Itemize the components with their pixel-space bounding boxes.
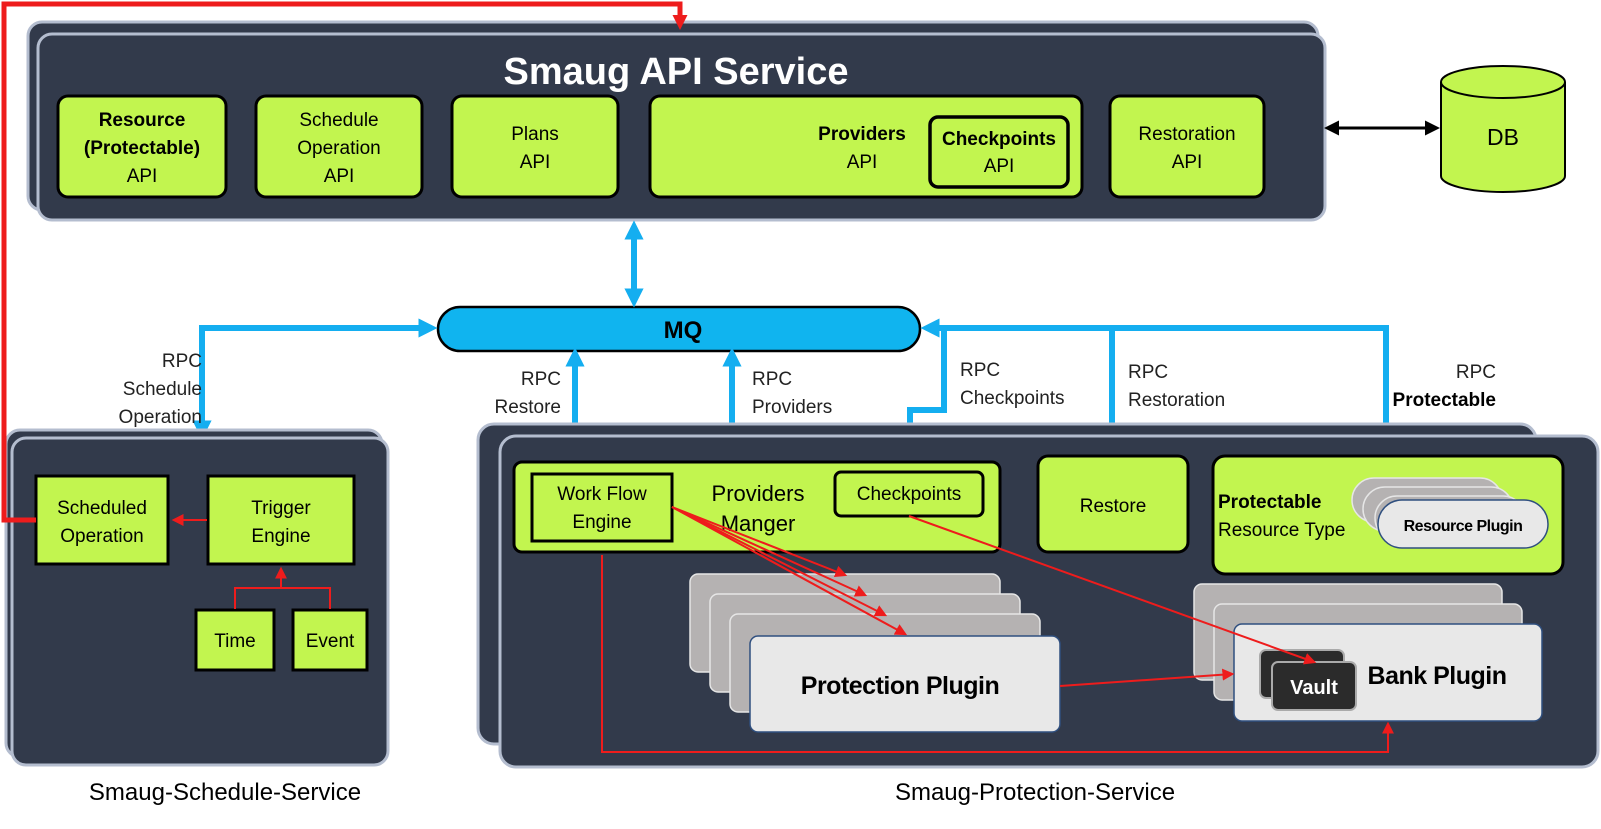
mq-bus: MQ (436, 305, 922, 353)
resource-api-line3: API (127, 166, 158, 187)
rpc-schedule-l2: Schedule (123, 379, 202, 400)
resource-api-line1: Resource (99, 110, 186, 131)
work-flow-engine-l2: Engine (572, 512, 631, 533)
checkpoints-api-line1: Checkpoints (942, 129, 1056, 150)
schedule-api-line3: API (324, 166, 355, 187)
time-box: Time (194, 608, 276, 672)
schedule-api-box: Schedule Operation API (254, 94, 424, 199)
plans-api-box: Plans API (450, 94, 620, 199)
resource-api-line2: (Protectable) (84, 138, 200, 159)
bank-plugin-label: Bank Plugin (1368, 662, 1507, 690)
rpc-labels: RPC Schedule Operation RPC Restore RPC P… (119, 351, 1496, 428)
providers-api-line1: Providers (818, 124, 906, 145)
resource-plugin-label: Resource Plugin (1404, 518, 1523, 535)
rpc-schedule-arrow (192, 318, 438, 440)
providers-api-line2: API (847, 152, 878, 173)
work-flow-engine-l1: Work Flow (557, 484, 647, 505)
mq-label: MQ (664, 317, 703, 344)
restoration-api-box: Restoration API (1108, 94, 1266, 199)
scheduled-operation-l2: Operation (60, 526, 143, 547)
scheduled-operation-l1: Scheduled (57, 498, 147, 519)
rpc-providers-l2: Providers (752, 397, 832, 418)
protection-plugin-stack: Protection Plugin (689, 573, 1061, 733)
rpc-protectable-l2: Protectable (1393, 390, 1496, 411)
providers-manager-box: Providers Manger Work Flow Engine Checkp… (512, 460, 1002, 554)
providers-manager-l1: Providers (712, 481, 805, 506)
providers-manager-l2: Manger (721, 511, 796, 536)
checkpoints-api-line2: API (984, 156, 1015, 177)
protection-red-flows (601, 506, 1394, 753)
protectable-l1: Protectable (1218, 492, 1321, 513)
schedule-api-line1: Schedule (299, 110, 378, 131)
restoration-api-line2: API (1172, 152, 1203, 173)
resource-api-box: Resource (Protectable) API (56, 94, 228, 199)
event-box: Event (291, 608, 369, 672)
manager-to-bank-arrow (601, 555, 1394, 753)
workflow-to-plugin-arrow-1 (671, 506, 848, 578)
event-label: Event (306, 631, 355, 652)
rpc-restore-l1: RPC (521, 369, 561, 390)
schedule-service-panel: Scheduled Operation Trigger Engine Time … (4, 428, 390, 806)
scheduled-to-api-loop (1, 1, 688, 523)
trigger-engine-l2: Engine (251, 526, 310, 547)
rpc-restoration-l1: RPC (1128, 362, 1168, 383)
vault-label: Vault (1290, 677, 1338, 699)
db-label: DB (1487, 124, 1519, 150)
restore-box: Restore (1036, 454, 1190, 554)
rpc-restoration-l2: Restoration (1128, 390, 1225, 411)
plans-api-line2: API (520, 152, 551, 173)
time-label: Time (214, 631, 256, 652)
protection-service-caption: Smaug-Protection-Service (895, 779, 1175, 806)
rpc-providers-l1: RPC (752, 369, 792, 390)
checkpoints-to-vault-arrow (908, 515, 1317, 665)
rpc-schedule-l1: RPC (162, 351, 202, 372)
protection-plugin-box (749, 635, 1061, 733)
protection-plugin-label: Protection Plugin (801, 672, 999, 700)
trigger-engine-box: Trigger Engine (206, 474, 356, 566)
rpc-checkpoints-l1: RPC (960, 360, 1000, 381)
api-service-panel: Smaug API Service Resource (Protectable)… (26, 20, 1327, 222)
scheduled-operation-box: Scheduled Operation (34, 474, 170, 566)
protection-to-bank-arrow (1059, 668, 1235, 687)
rpc-protectable-arrow (930, 325, 1396, 462)
rpc-checkpoints-l2: Checkpoints (960, 388, 1065, 409)
plans-api-line1: Plans (511, 124, 559, 145)
protection-service-panel: Providers Manger Work Flow Engine Checkp… (476, 422, 1600, 806)
schedule-service-caption: Smaug-Schedule-Service (89, 779, 361, 806)
db-cylinder: DB (1440, 65, 1566, 193)
protectable-l2: Resource Type (1218, 520, 1345, 541)
schedule-api-line2: Operation (297, 138, 380, 159)
restoration-api-line1: Restoration (1138, 124, 1235, 145)
checkpoints-label: Checkpoints (857, 484, 962, 505)
protectable-box: Protectable Resource Type Resource Plugi… (1211, 454, 1565, 576)
trigger-engine-l1: Trigger (251, 498, 311, 519)
workflow-to-plugin-arrow-3 (671, 506, 888, 617)
restore-label: Restore (1080, 496, 1147, 517)
time-event-to-trigger-connector (234, 587, 331, 609)
rpc-schedule-l3: Operation (119, 407, 202, 428)
rpc-protectable-l1: RPC (1456, 362, 1496, 383)
workflow-to-plugin-arrow-2 (671, 506, 868, 597)
workflow-to-plugin-arrow-4 (671, 506, 908, 636)
providers-api-box: Providers API Checkpoints API (648, 94, 1084, 199)
resource-plugin-pill (1377, 499, 1549, 549)
rpc-restore-l2: Restore (494, 397, 561, 418)
api-service-title: Smaug API Service (504, 51, 849, 93)
bank-plugin-stack: Vault Bank Plugin (1193, 583, 1543, 722)
